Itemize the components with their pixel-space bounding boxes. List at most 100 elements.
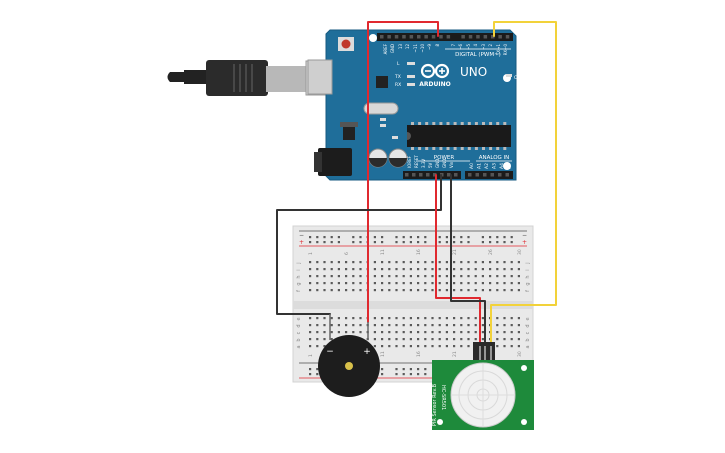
terminal-hole[interactable] xyxy=(453,338,456,341)
digital-header[interactable] xyxy=(377,33,513,41)
wire-black-gnd-buzzer[interactable] xyxy=(276,174,442,315)
terminal-hole[interactable] xyxy=(453,268,456,271)
terminal-hole[interactable] xyxy=(424,261,427,264)
reset-button-cap[interactable] xyxy=(341,39,351,49)
terminal-hole[interactable] xyxy=(345,275,348,278)
terminal-hole[interactable] xyxy=(309,268,312,271)
analog-header[interactable] xyxy=(465,171,513,179)
terminal-hole[interactable] xyxy=(395,261,398,264)
rail-hole[interactable] xyxy=(510,236,513,239)
rail-hole[interactable] xyxy=(481,241,484,244)
terminal-hole[interactable] xyxy=(481,261,484,264)
terminal-hole[interactable] xyxy=(424,289,427,292)
terminal-hole[interactable] xyxy=(409,345,412,348)
terminal-hole[interactable] xyxy=(481,331,484,334)
terminal-hole[interactable] xyxy=(388,317,391,320)
rail-hole[interactable] xyxy=(489,241,492,244)
terminal-hole[interactable] xyxy=(395,317,398,320)
terminal-hole[interactable] xyxy=(445,324,448,327)
terminal-hole[interactable] xyxy=(309,331,312,334)
terminal-hole[interactable] xyxy=(337,282,340,285)
header-pin-hole[interactable] xyxy=(505,35,510,39)
terminal-hole[interactable] xyxy=(395,331,398,334)
terminal-hole[interactable] xyxy=(417,331,420,334)
terminal-hole[interactable] xyxy=(453,289,456,292)
rail-hole[interactable] xyxy=(417,236,420,239)
terminal-hole[interactable] xyxy=(409,268,412,271)
terminal-hole[interactable] xyxy=(381,261,384,264)
terminal-hole[interactable] xyxy=(503,317,506,320)
terminal-hole[interactable] xyxy=(388,268,391,271)
terminal-hole[interactable] xyxy=(453,331,456,334)
terminal-hole[interactable] xyxy=(359,261,362,264)
terminal-hole[interactable] xyxy=(316,338,319,341)
rail-hole[interactable] xyxy=(373,236,376,239)
terminal-hole[interactable] xyxy=(359,289,362,292)
terminal-hole[interactable] xyxy=(352,317,355,320)
rail-hole[interactable] xyxy=(467,241,470,244)
terminal-hole[interactable] xyxy=(431,261,434,264)
rail-hole[interactable] xyxy=(510,241,513,244)
terminal-hole[interactable] xyxy=(431,289,434,292)
terminal-hole[interactable] xyxy=(431,338,434,341)
terminal-hole[interactable] xyxy=(395,345,398,348)
terminal-hole[interactable] xyxy=(503,331,506,334)
rail-hole[interactable] xyxy=(381,241,384,244)
terminal-hole[interactable] xyxy=(395,282,398,285)
rail-hole[interactable] xyxy=(381,368,384,371)
terminal-hole[interactable] xyxy=(503,345,506,348)
rail-hole[interactable] xyxy=(323,236,326,239)
piezo-buzzer[interactable]: − + xyxy=(318,314,380,397)
terminal-hole[interactable] xyxy=(309,338,312,341)
rail-hole[interactable] xyxy=(402,368,405,371)
terminal-hole[interactable] xyxy=(337,324,340,327)
terminal-hole[interactable] xyxy=(503,268,506,271)
terminal-hole[interactable] xyxy=(330,268,333,271)
terminal-hole[interactable] xyxy=(496,324,499,327)
terminal-hole[interactable] xyxy=(431,282,434,285)
terminal-hole[interactable] xyxy=(489,275,492,278)
rail-hole[interactable] xyxy=(381,236,384,239)
terminal-hole[interactable] xyxy=(517,338,520,341)
terminal-hole[interactable] xyxy=(424,324,427,327)
terminal-hole[interactable] xyxy=(445,331,448,334)
terminal-hole[interactable] xyxy=(381,331,384,334)
terminal-hole[interactable] xyxy=(424,275,427,278)
terminal-hole[interactable] xyxy=(417,317,420,320)
terminal-hole[interactable] xyxy=(316,282,319,285)
terminal-hole[interactable] xyxy=(510,289,513,292)
terminal-hole[interactable] xyxy=(402,268,405,271)
rail-hole[interactable] xyxy=(316,236,319,239)
terminal-hole[interactable] xyxy=(445,289,448,292)
header-pin-hole[interactable] xyxy=(483,173,487,177)
terminal-hole[interactable] xyxy=(323,345,326,348)
rail-hole[interactable] xyxy=(373,241,376,244)
header-pin-hole[interactable] xyxy=(394,35,399,39)
terminal-hole[interactable] xyxy=(460,345,463,348)
rail-hole[interactable] xyxy=(481,236,484,239)
terminal-hole[interactable] xyxy=(309,317,312,320)
terminal-hole[interactable] xyxy=(460,261,463,264)
header-pin-hole[interactable] xyxy=(476,35,480,39)
terminal-hole[interactable] xyxy=(503,282,506,285)
rail-hole[interactable] xyxy=(467,236,470,239)
rail-hole[interactable] xyxy=(438,241,441,244)
terminal-hole[interactable] xyxy=(381,317,384,320)
terminal-hole[interactable] xyxy=(445,268,448,271)
rail-hole[interactable] xyxy=(323,241,326,244)
header-pin-hole[interactable] xyxy=(405,173,409,177)
rail-hole[interactable] xyxy=(503,241,506,244)
terminal-hole[interactable] xyxy=(388,282,391,285)
terminal-hole[interactable] xyxy=(381,345,384,348)
terminal-hole[interactable] xyxy=(510,282,513,285)
terminal-hole[interactable] xyxy=(517,261,520,264)
terminal-hole[interactable] xyxy=(517,289,520,292)
terminal-hole[interactable] xyxy=(424,331,427,334)
header-pin-hole[interactable] xyxy=(380,35,384,39)
terminal-hole[interactable] xyxy=(381,275,384,278)
terminal-hole[interactable] xyxy=(460,331,463,334)
rail-hole[interactable] xyxy=(359,236,362,239)
terminal-hole[interactable] xyxy=(453,282,456,285)
terminal-hole[interactable] xyxy=(345,324,348,327)
